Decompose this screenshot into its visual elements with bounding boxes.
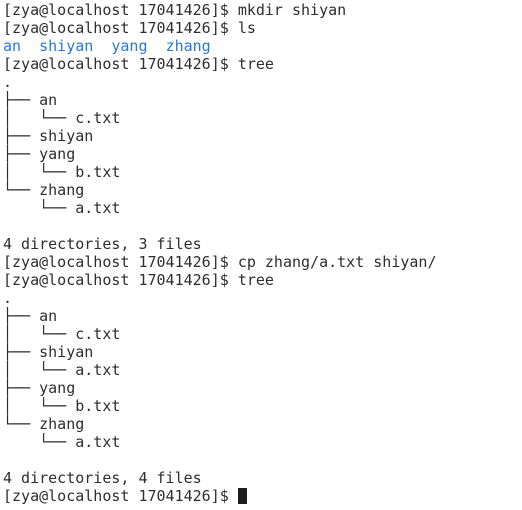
output-text: │ └── c.txt [3, 109, 121, 127]
output-text: ├── an [3, 91, 58, 109]
output-line: └── a.txt [3, 199, 522, 217]
command-text: tree [237, 55, 274, 73]
output-text: . [3, 73, 13, 91]
shell-prompt: [zya@localhost 17041426]$ [3, 55, 238, 73]
output-line: ├── yang [3, 145, 522, 163]
command-text: tree [237, 271, 274, 289]
output-text: ├── shiyan [3, 343, 94, 361]
output-text: ├── an [3, 307, 58, 325]
prompt-line: [zya@localhost 17041426]$ tree [3, 271, 522, 289]
output-line: . [3, 289, 522, 307]
output-line: ├── yang [3, 379, 522, 397]
output-text: │ └── a.txt [3, 361, 121, 379]
output-line: │ └── b.txt [3, 397, 522, 415]
output-text: └── a.txt [3, 433, 121, 451]
prompt-line: [zya@localhost 17041426]$ tree [3, 55, 522, 73]
output-line: ├── shiyan [3, 127, 522, 145]
output-line: 4 directories, 3 files [3, 235, 522, 253]
shell-prompt: [zya@localhost 17041426]$ [3, 1, 238, 19]
directory-entry: shiyan [39, 37, 94, 55]
command-text: ls [237, 19, 256, 37]
output-line: ├── an [3, 307, 522, 325]
output-line: ├── shiyan [3, 343, 522, 361]
shell-prompt: [zya@localhost 17041426]$ [3, 487, 238, 505]
output-text: └── zhang [3, 181, 85, 199]
output-line: . [3, 73, 522, 91]
output-text: │ └── c.txt [3, 325, 121, 343]
output-text: 4 directories, 3 files [3, 235, 202, 253]
output-text: │ └── b.txt [3, 397, 121, 415]
shell-prompt: [zya@localhost 17041426]$ [3, 271, 238, 289]
prompt-line: [zya@localhost 17041426]$ ls [3, 19, 522, 37]
directory-entry: an [3, 37, 22, 55]
output-line: ├── an [3, 91, 522, 109]
output-text: └── zhang [3, 415, 85, 433]
output-line: └── a.txt [3, 433, 522, 451]
output-line: └── zhang [3, 415, 522, 433]
output-line [3, 451, 522, 469]
output-line: │ └── b.txt [3, 163, 522, 181]
output-line: │ └── a.txt [3, 361, 522, 379]
output-text: │ └── b.txt [3, 163, 121, 181]
directory-entry: zhang [165, 37, 211, 55]
output-text: └── a.txt [3, 199, 121, 217]
output-text: . [3, 289, 13, 307]
output-text: ├── yang [3, 379, 76, 397]
output-text: 4 directories, 4 files [3, 469, 202, 487]
shell-prompt: [zya@localhost 17041426]$ [3, 19, 238, 37]
output-line: └── zhang [3, 181, 522, 199]
output-text: ├── yang [3, 145, 76, 163]
output-text: ├── shiyan [3, 127, 94, 145]
active-prompt-line: [zya@localhost 17041426]$ [3, 487, 522, 505]
command-text: mkdir shiyan [237, 1, 347, 19]
prompt-line: [zya@localhost 17041426]$ mkdir shiyan [3, 1, 522, 19]
directory-entry: yang [111, 37, 148, 55]
output-line: │ └── c.txt [3, 325, 522, 343]
prompt-line: [zya@localhost 17041426]$ cp zhang/a.txt… [3, 253, 522, 271]
output-line [3, 217, 522, 235]
text-cursor[interactable] [237, 488, 247, 504]
ls-output: an shiyan yang zhang [3, 37, 522, 55]
shell-prompt: [zya@localhost 17041426]$ [3, 253, 238, 271]
command-text: cp zhang/a.txt shiyan/ [237, 253, 437, 271]
output-line: 4 directories, 4 files [3, 469, 522, 487]
output-line: │ └── c.txt [3, 109, 522, 127]
